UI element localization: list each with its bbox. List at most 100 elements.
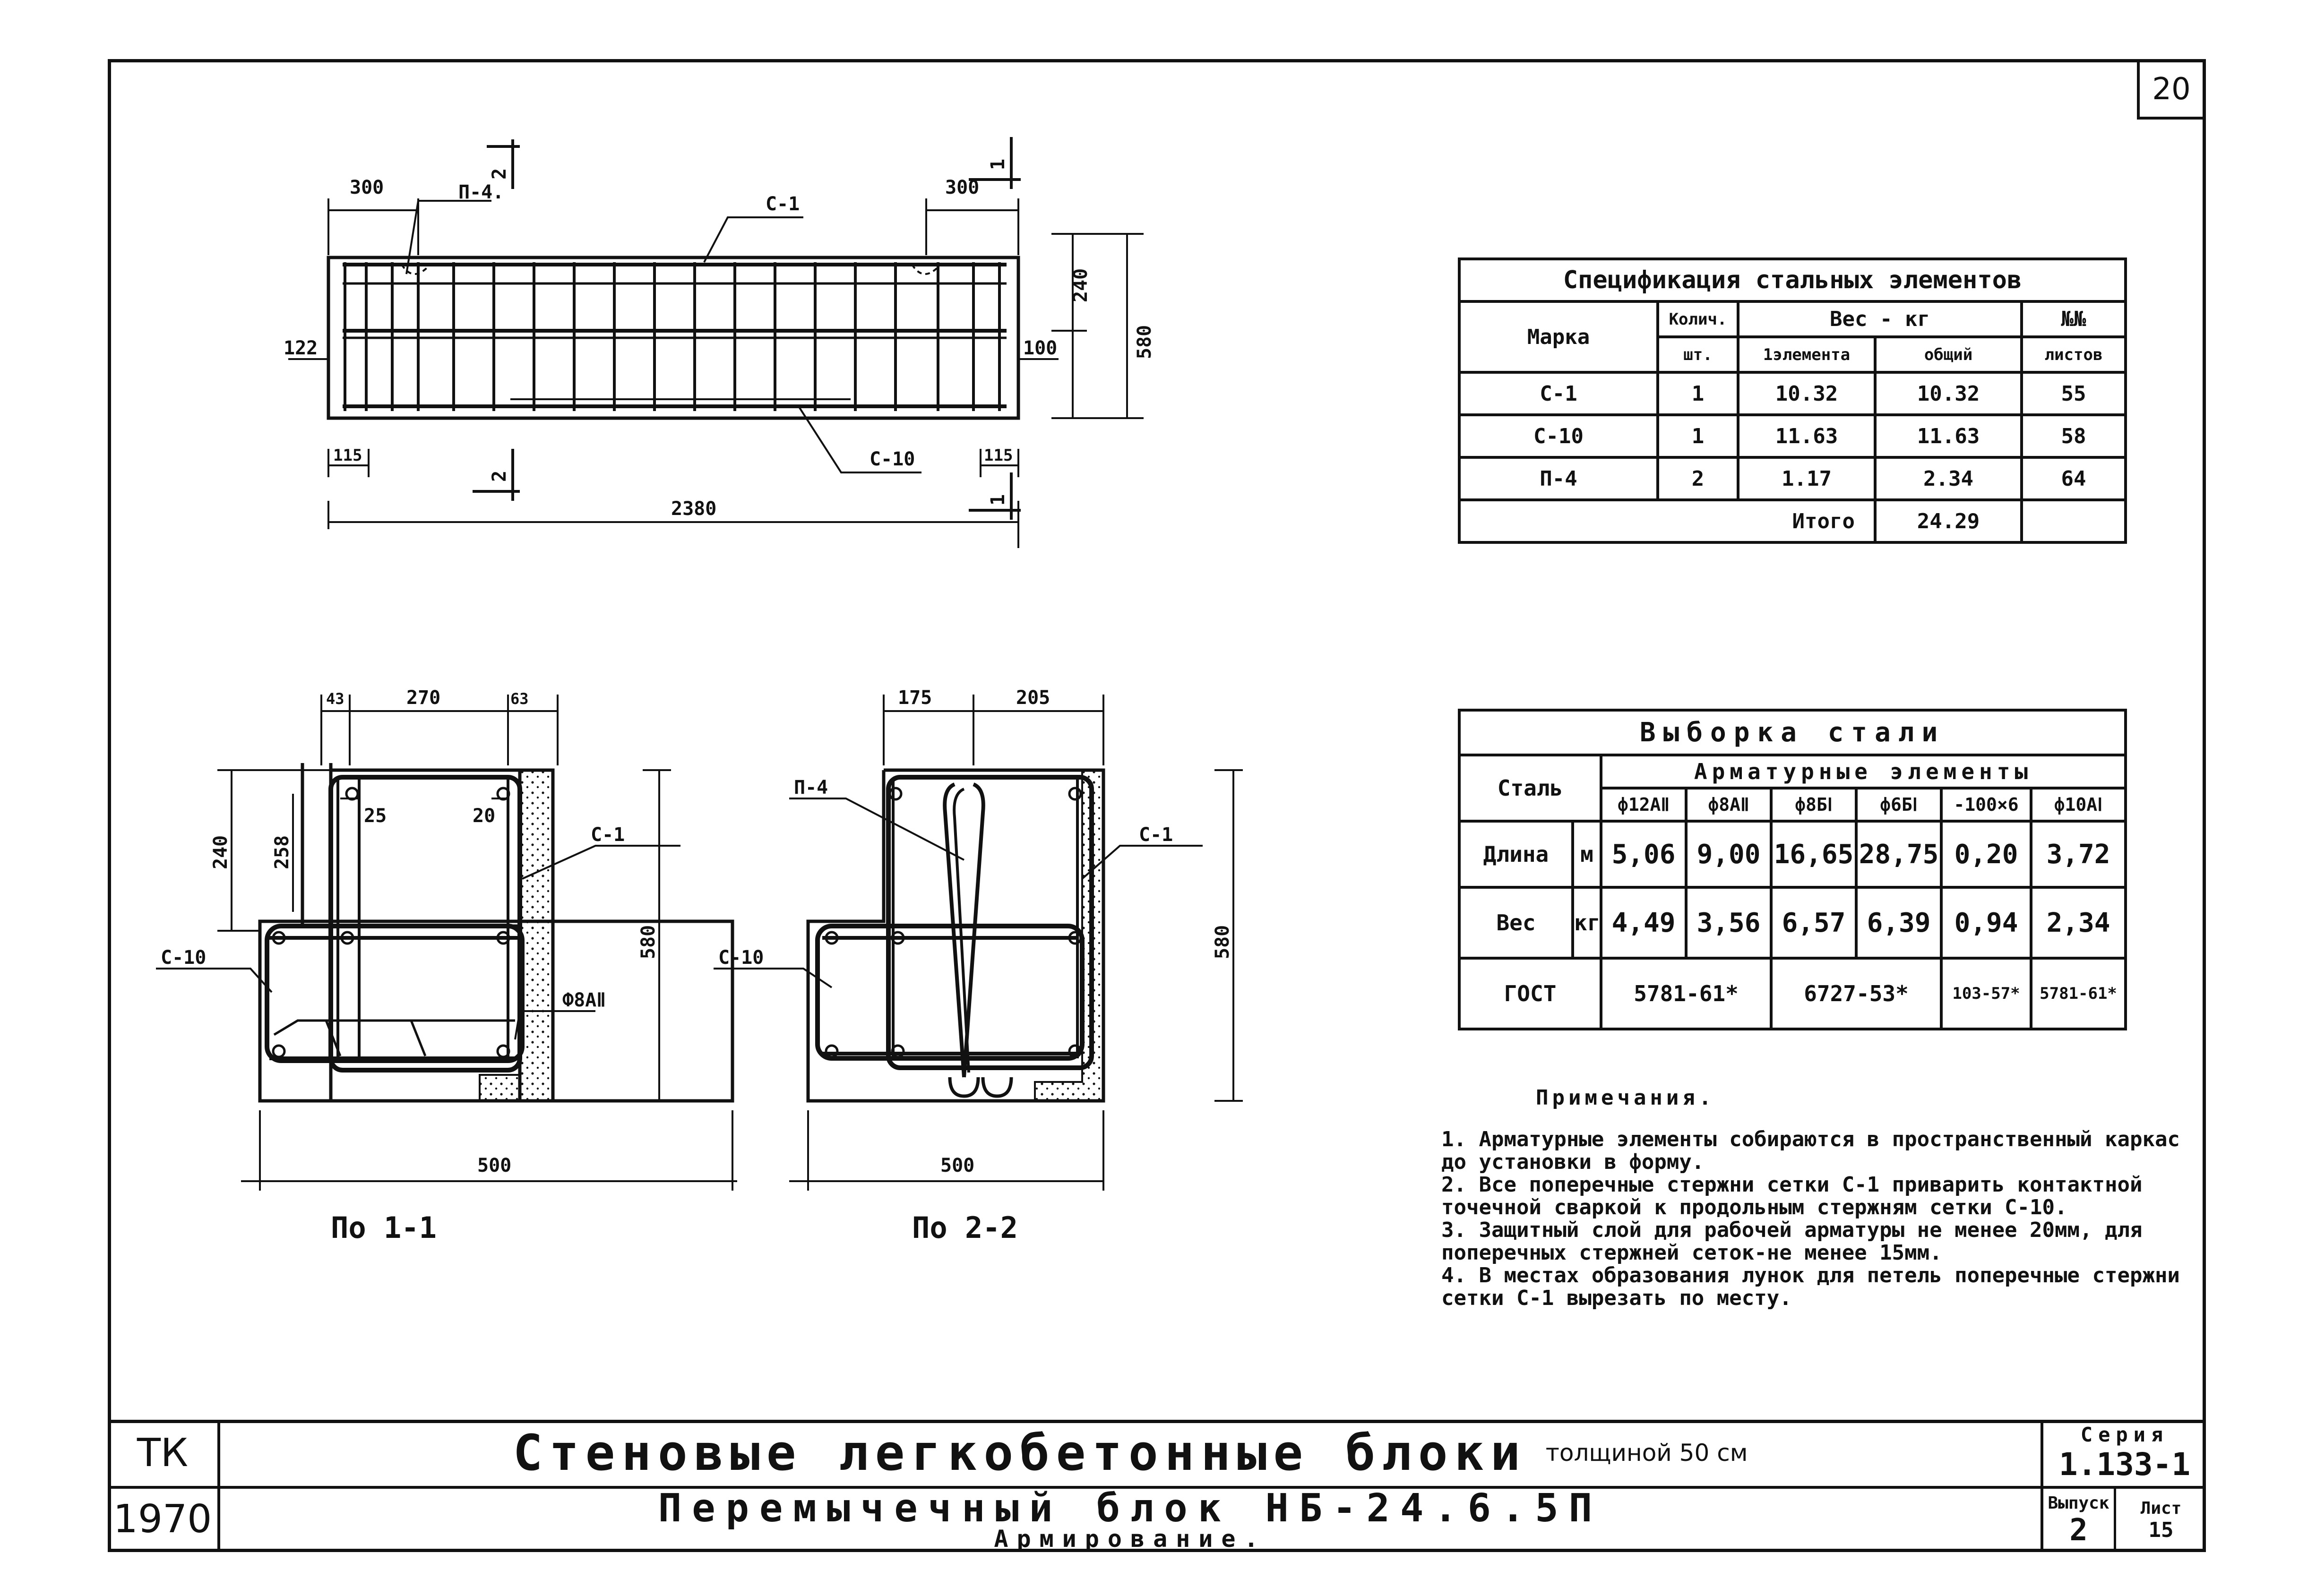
drawing-frame	[108, 59, 2206, 1552]
spec-total-label: Итого	[1458, 498, 1877, 544]
s11-dim-63: 63	[510, 690, 529, 708]
sheet-label: Лист	[2140, 1499, 2182, 1518]
spec-mark: С-1	[1458, 371, 1659, 416]
spec-col-qty-unit: шт.	[1656, 335, 1739, 374]
s22-dim-205: 205	[1016, 687, 1050, 709]
s11-label-phi: Ф8АⅡ	[562, 989, 606, 1011]
year: 1970	[113, 1496, 212, 1542]
s22-dim-175: 175	[898, 687, 932, 709]
steel-value: 28,75	[1855, 820, 1943, 889]
s11-dim-580: 580	[637, 925, 659, 959]
steel-value: 5,06	[1600, 820, 1688, 889]
note-item: 3. Защитный слой для рабочей арматуры не…	[1441, 1218, 2143, 1265]
table-row: П-4 2 1.17 2.34 64	[1458, 456, 2127, 501]
s22-dim-580: 580	[1212, 925, 1233, 959]
steel-title: Выборка стали	[1457, 709, 2127, 756]
elevation-view	[288, 137, 1144, 548]
dim-580: 580	[1134, 325, 1155, 359]
dim-300-left: 300	[350, 177, 384, 198]
s11-dim-258: 258	[271, 835, 293, 869]
sheet-value: 15	[2148, 1518, 2174, 1542]
s22-label-c1: С-1	[1139, 824, 1173, 846]
spec-col-sheets: №№	[2020, 300, 2127, 338]
s11-dim-240: 240	[210, 835, 232, 869]
spec-mark: П-4	[1458, 456, 1659, 501]
label-c1: С-1	[766, 193, 800, 215]
spec-col-weight-elem: 1элемента	[1737, 335, 1877, 374]
steel-col: -100×6	[1940, 787, 2032, 823]
label-p4: П-4.	[458, 181, 504, 203]
steel-value: 6,39	[1855, 886, 1943, 960]
section-2-2	[714, 695, 1243, 1191]
dim-240: 240	[1070, 268, 1092, 302]
s22-dim-500: 500	[940, 1155, 974, 1176]
spec-table: Спецификация стальных элементов Марка Ко…	[1457, 257, 2127, 544]
steel-value: 3,72	[2029, 820, 2127, 889]
spec-qty: 1	[1656, 413, 1739, 459]
s11-dim-43: 43	[326, 690, 344, 708]
spec-col-mark: Марка	[1458, 300, 1659, 374]
dim-300-right: 300	[945, 177, 979, 198]
label-c10: С-10	[870, 448, 915, 470]
table-row: С-10 1 11.63 11.63 58	[1458, 413, 2127, 459]
steel-gost: 103-57*	[1940, 957, 2032, 1030]
notes-heading: Примечания.	[1536, 1086, 1715, 1110]
notes: Примечания. 1. Арматурные элементы собир…	[1441, 1087, 2188, 1310]
steel-table: Выборка стали Сталь Арматурные элементы …	[1457, 709, 2127, 1030]
s11-dim-25: 25	[364, 805, 387, 827]
series-value: 1.133-1	[2058, 1446, 2191, 1483]
steel-value: 9,00	[1685, 820, 1773, 889]
note-item: 4. В местах образования лунок для петель…	[1441, 1263, 2180, 1310]
table-row: Вес кг 4,49 3,56 6,57 6,39 0,94 2,34	[1458, 886, 2127, 960]
steel-value: 0,94	[1940, 886, 2032, 960]
steel-gost: 5781-61*	[2029, 957, 2127, 1030]
spec-qty: 1	[1656, 371, 1739, 416]
drawing-title-suffix: толщиной 50 см	[1545, 1439, 1748, 1467]
steel-value: 2,34	[2029, 886, 2127, 960]
s22-label-p4: П-4	[794, 777, 828, 798]
cut-1-top: 1	[987, 159, 1009, 170]
steel-col-steel: Сталь	[1458, 754, 1602, 823]
steel-value: 4,49	[1600, 886, 1688, 960]
drawing-title: Стеновые легкобетонные блоки	[513, 1424, 1527, 1482]
spec-w-elem: 10.32	[1737, 371, 1877, 416]
s11-dim-20: 20	[473, 805, 495, 827]
s11-dim-270: 270	[406, 687, 440, 709]
steel-row-length-label: Длина	[1458, 820, 1574, 889]
steel-value: 0,20	[1940, 820, 2032, 889]
steel-col: ф8АⅡ	[1685, 787, 1773, 823]
spec-w-total: 10.32	[1874, 371, 2023, 416]
s11-dim-500: 500	[477, 1155, 511, 1176]
spec-w-total: 2.34	[1874, 456, 2023, 501]
spec-col-weight: Вес - кг	[1737, 300, 2023, 338]
dim-100: 100	[1023, 337, 1057, 359]
sheet-number: 20	[2152, 72, 2191, 107]
spec-qty: 2	[1656, 456, 1739, 501]
cut-1-bottom: 1	[987, 494, 1009, 506]
spec-sheet: 55	[2020, 371, 2127, 416]
spec-title: Спецификация стальных элементов	[1457, 257, 2127, 303]
steel-col: ф8БⅠ	[1770, 787, 1858, 823]
series-label: Серия	[2080, 1423, 2169, 1446]
steel-col: ф12АⅡ	[1600, 787, 1688, 823]
dim-115-left: 115	[333, 446, 362, 465]
spec-sheet: 64	[2020, 456, 2127, 501]
issue-label: Выпуск	[2048, 1493, 2110, 1513]
steel-row-gost-label: ГОСТ	[1458, 957, 1602, 1030]
spec-w-total: 11.63	[1874, 413, 2023, 459]
drawing-subtitle2: Армирование.	[994, 1525, 1267, 1553]
drawing-subtitle: Перемычечный блок НБ-24.6.5П	[658, 1486, 1603, 1531]
s22-caption: По 2-2	[912, 1210, 1018, 1245]
s11-label-c1: С-1	[591, 824, 625, 846]
spec-col-qty: Колич.	[1656, 300, 1739, 338]
s22-label-c10: С-10	[718, 947, 764, 969]
dim-115-right: 115	[984, 446, 1013, 465]
steel-row-weight-label: Вес	[1458, 886, 1574, 960]
table-row: Длина м 5,06 9,00 16,65 28,75 0,20 3,72	[1458, 820, 2127, 889]
steel-row-weight-unit: кг	[1571, 886, 1602, 960]
section-1-1	[156, 695, 737, 1191]
steel-gost: 6727-53*	[1770, 957, 1943, 1030]
s11-caption: По 1-1	[331, 1210, 437, 1245]
title-block: ТК 1970 Стеновые легкобетонные блоки тол…	[108, 1420, 2206, 1552]
